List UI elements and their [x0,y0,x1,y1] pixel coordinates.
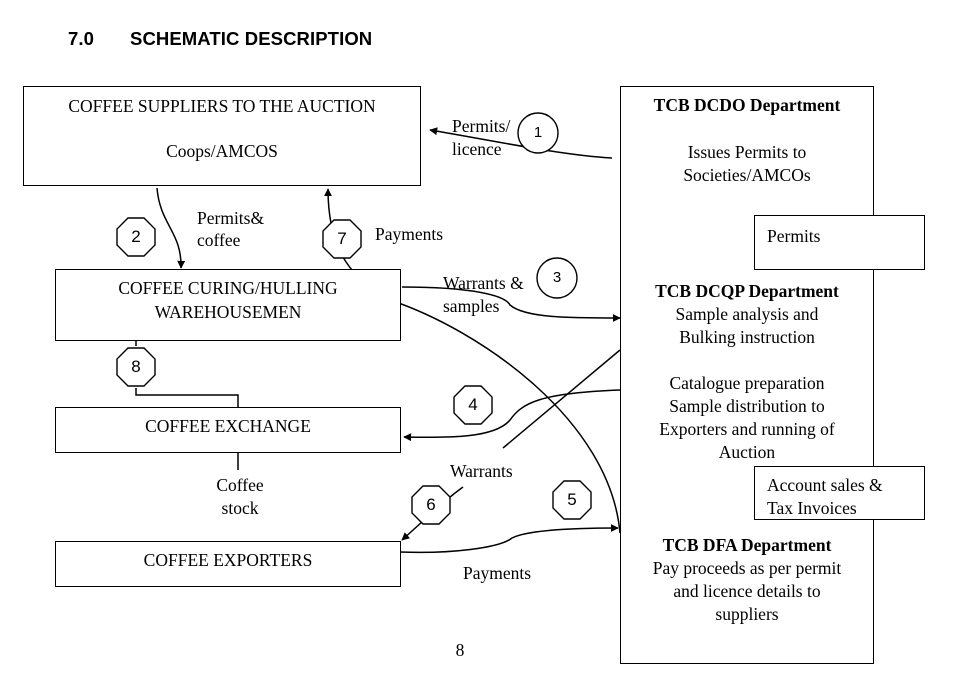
arrow-warrants-samples [401,286,621,322]
catalogue-line3: Exporters and running of [659,419,835,439]
permits-note-text: Permits [767,226,821,246]
step-2-marker [116,217,156,257]
label-coffee-stock-2: stock [221,498,259,518]
suppliers-subtitle: Coops/AMCOS [166,141,278,161]
section-number: 7.0 [68,28,95,49]
step-6-marker [411,485,451,525]
step-7-marker [322,219,362,259]
label-warrants-samples-2: samples [443,296,500,316]
suppliers-title: COFFEE SUPPLIERS TO THE AUCTION [68,96,376,116]
dfa-line2: and licence details to [673,581,821,601]
step-4-marker [453,385,493,425]
arrow-permits-coffee [156,187,186,269]
account-note-line1: Account sales & [767,475,883,495]
step-3-number: 3 [552,269,562,286]
label-coffee-stock-1: Coffee [216,475,264,495]
catalogue-line4: Auction [718,442,776,462]
account-sales-note-box: Account sales & Tax Invoices [754,466,925,520]
dcqp-line2: Bulking instruction [679,327,815,347]
section-title: SCHEMATIC DESCRIPTION [130,28,373,49]
dcdo-title: TCB DCDO Department [653,95,841,115]
page-number: 8 [455,640,465,660]
coffee-exchange-box: COFFEE EXCHANGE [55,407,401,453]
catalogue-line1: Catalogue preparation [669,373,825,393]
arrow-catalogue-to-exchange [403,389,621,442]
curing-line2: WAREHOUSEMEN [154,302,302,322]
dfa-line1: Pay proceeds as per permit [652,558,842,578]
step-8-number: 8 [131,357,141,376]
tcb-departments-box: TCB DCDO Department Issues Permits to So… [620,86,874,664]
line-warrants [502,349,621,449]
account-note-line2: Tax Invoices [767,498,857,518]
step-8-marker [116,347,156,387]
label-warrants-samples-1: Warrants & [443,273,524,293]
label-permits-coffee-1: Permits& [197,208,265,228]
coffee-exporters-box: COFFEE EXPORTERS [55,541,401,587]
step-1-marker [517,112,559,154]
step-5-marker [552,480,592,520]
catalogue-line2: Sample distribution to [669,396,825,416]
curing-line1: COFFEE CURING/HULLING [118,278,338,298]
step-6-number: 6 [426,495,436,514]
step-5-number: 5 [567,490,577,509]
exchange-title: COFFEE EXCHANGE [145,416,311,436]
step-4-number: 4 [468,395,478,414]
connector-curing-exchange-2 [135,388,239,407]
dcdo-line2: Societies/AMCOs [683,165,811,185]
dcqp-line1: Sample analysis and [675,304,819,324]
label-permits-coffee-2: coffee [197,230,241,248]
dcqp-title: TCB DCQP Department [655,281,839,301]
label-permits-licence-1: Permits/ [452,116,511,136]
step-1-number: 1 [533,124,543,141]
coffee-curing-box: COFFEE CURING/HULLING WAREHOUSEMEN [55,269,401,341]
dfa-line3: suppliers [715,604,779,624]
dcdo-line1: Issues Permits to [687,142,807,162]
step-2-number: 2 [131,227,141,246]
dfa-title: TCB DFA Department [662,535,832,555]
section-heading: 7.0 SCHEMATIC DESCRIPTION [68,28,372,50]
step-7-number: 7 [337,229,347,248]
coffee-suppliers-box: COFFEE SUPPLIERS TO THE AUCTION Coops/AM… [23,86,421,186]
label-payments-bottom: Payments [463,563,532,583]
label-warrants: Warrants [450,461,513,481]
label-payments-top: Payments [375,224,444,244]
exporters-title: COFFEE EXPORTERS [143,550,313,570]
arrow-payments-to-dfa [399,524,619,554]
step-3-marker [536,257,578,299]
label-permits-licence-2: licence [452,139,502,159]
permits-note-box: Permits [754,215,925,270]
